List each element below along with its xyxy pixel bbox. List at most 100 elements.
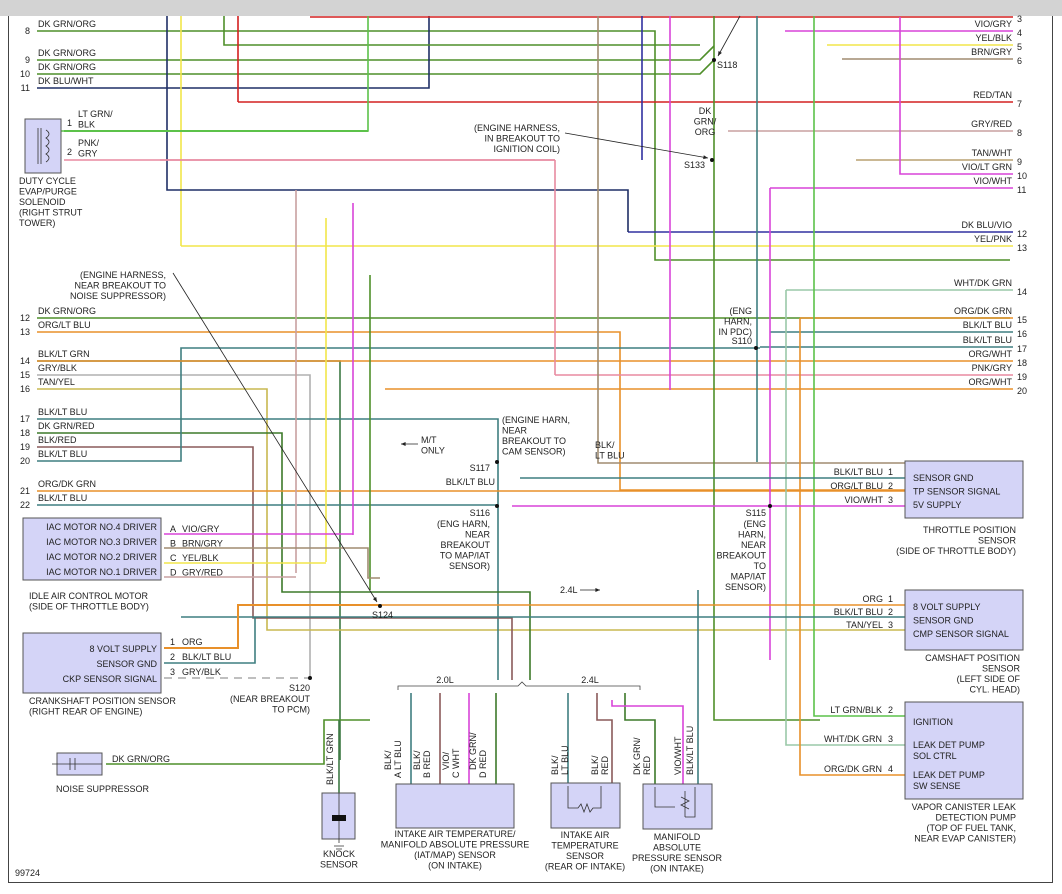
- splice-label-s133: S133: [684, 160, 705, 170]
- cmp-function-label: SENSOR GND: [913, 616, 974, 626]
- s133-wire-label: GRN/: [694, 117, 717, 127]
- ckp-sensor-title: CRANKSHAFT POSITION SENSOR: [29, 696, 176, 706]
- right-wire-label: ORG/DK GRN: [954, 306, 1012, 316]
- pin-number: 3: [170, 667, 175, 677]
- pin-wire-label: ORG/LT BLU: [830, 481, 883, 491]
- left-wire-number: 8: [25, 26, 30, 36]
- leak-pump-box: [904, 701, 1024, 800]
- pin-wire-label: WHT/DK GRN: [824, 734, 882, 744]
- arrowhead-icon: [595, 588, 600, 592]
- s117-wire-label: BLK/LT BLU: [446, 477, 495, 487]
- iat-sensor-title: INTAKE AIR: [561, 830, 610, 840]
- right-wire-number: 8: [1017, 128, 1022, 138]
- iat-sensor-box: [550, 782, 621, 829]
- purge-solenoid-title: EVAP/PURGE: [19, 187, 77, 197]
- component-layer: [22, 118, 1024, 850]
- left-wire-label: ORG/DK GRN: [38, 479, 96, 489]
- wire-s118-vertical: [713, 16, 820, 721]
- wire-17-blk-lt-blu: [37, 418, 499, 680]
- splice-s117: [495, 460, 499, 464]
- knock-sensor-title: SENSOR: [320, 860, 359, 870]
- leak-pump-function-label: LEAK DET PUMP: [913, 740, 985, 750]
- iac-function-label: IAC MOTOR NO.2 DRIVER: [46, 552, 157, 562]
- pin-wire-label: ORG: [182, 637, 203, 647]
- map-wire-label: DK GRN/: [632, 737, 642, 775]
- left-wire-label: BLK/LT BLU: [38, 407, 87, 417]
- wire-org-dk-grn-vert: [799, 318, 905, 776]
- purge-solenoid-title: (RIGHT STRUT: [19, 208, 83, 218]
- noise-suppressor-wire-label: DK GRN/ORG: [112, 754, 170, 764]
- splice-label-s110: S110: [732, 336, 752, 346]
- splice-s118: [712, 58, 716, 62]
- pin-wire-label: BRN/GRY: [182, 539, 223, 549]
- tp-sensor-title: THROTTLE POSITION: [923, 525, 1016, 535]
- right-wire-label: PNK/GRY: [972, 363, 1012, 373]
- left-wire-label: BLK/RED: [38, 435, 77, 445]
- s115-note: NEAR: [741, 540, 767, 550]
- right-wire-label: WHT/DK GRN: [954, 278, 1012, 288]
- wire-ckp-1: [164, 604, 380, 649]
- cmp-function-label: CMP SENSOR SIGNAL: [913, 629, 1009, 639]
- map-wire-label: RED: [642, 755, 652, 775]
- left-wire-number: 19: [20, 442, 30, 452]
- s116-note: TO MAP/IAT: [440, 551, 491, 561]
- iac-function-label: IAC MOTOR NO.3 DRIVER: [46, 537, 157, 547]
- iat-map-pin-label: BLK/: [383, 750, 393, 770]
- left-wire-label: ORG/LT BLU: [38, 320, 91, 330]
- right-wire-label: GRY/RED: [971, 119, 1012, 129]
- wire-20-blk-lt-blu: [37, 347, 760, 462]
- s124-note: NEAR BREAKOUT TO: [74, 281, 166, 291]
- s133-note: (ENGINE HARNESS,: [474, 123, 560, 133]
- pin-number: 3: [888, 620, 893, 630]
- iat-wire-label: LT BLU: [560, 745, 570, 775]
- pin-wire-label: LT GRN/BLK: [830, 705, 882, 715]
- pin-number: 1: [67, 118, 72, 128]
- pin-number: 2: [888, 705, 893, 715]
- s116-note: (ENG HARN,: [437, 519, 490, 529]
- s117-note: NEAR: [502, 426, 528, 436]
- s133-leader: [564, 132, 709, 159]
- purge-solenoid-title: SOLENOID: [19, 197, 66, 207]
- s116-note: SENSOR): [449, 561, 490, 571]
- s118-leader: [717, 15, 741, 57]
- iat-map-sensor-title: (ON INTAKE): [428, 861, 482, 871]
- map-sensor-box: [642, 783, 713, 830]
- s110-note: IN PDC): [719, 327, 753, 337]
- right-wire-label: VIO/WHT: [974, 176, 1013, 186]
- right-wire-number: 6: [1017, 56, 1022, 66]
- s110-note: (ENG: [730, 306, 753, 316]
- s120-note: (NEAR BREAKOUT: [230, 694, 311, 704]
- pin-wire-label: BLK/LT BLU: [182, 652, 231, 662]
- s115-note: HARN,: [738, 530, 766, 540]
- pin-wire-label: BLK/LT BLU: [834, 467, 883, 477]
- pin-wire-label: VIO/GRY: [182, 524, 219, 534]
- left-wire-number: 9: [25, 55, 30, 65]
- pin-number: 4: [888, 764, 893, 774]
- pin-wire-label: ORG/DK GRN: [824, 764, 882, 774]
- right-wire-label: YEL/BLK: [975, 33, 1012, 43]
- capacitor-icon: [52, 758, 102, 770]
- wire-18-dk-grn-red: [37, 432, 531, 680]
- s124-leader: [172, 272, 378, 603]
- iat-wire-label: BLK/: [590, 755, 600, 775]
- leak-pump-title: (TOP OF FUEL TANK,: [926, 823, 1016, 833]
- wire-iat-2: [596, 693, 613, 783]
- left-wire-label: DK GRN/RED: [38, 421, 95, 431]
- left-wire-label: BLK/LT GRN: [38, 349, 90, 359]
- pin-wire-label: BLK/LT BLU: [834, 607, 883, 617]
- right-wire-label: BLK/LT BLU: [963, 335, 1012, 345]
- left-wire-label: DK GRN/ORG: [38, 19, 96, 29]
- right-wire-label: RED/TAN: [973, 90, 1012, 100]
- wire-8-dk-grn-org: [37, 30, 1010, 261]
- ckp-sensor-box: [22, 632, 162, 694]
- left-wire-number: 14: [20, 356, 30, 366]
- left-wire-number: 11: [21, 83, 30, 93]
- right-wire-number: 20: [1017, 386, 1027, 396]
- left-wire-label: DK GRN/ORG: [38, 48, 96, 58]
- iat-map-pin-label: D RED: [478, 749, 488, 778]
- purge-solenoid-box: [24, 118, 62, 174]
- s117-note: BREAKOUT TO: [502, 436, 566, 446]
- right-wire-number: 9: [1017, 157, 1022, 167]
- iat-sensor-title: TEMPERATURE: [551, 841, 618, 851]
